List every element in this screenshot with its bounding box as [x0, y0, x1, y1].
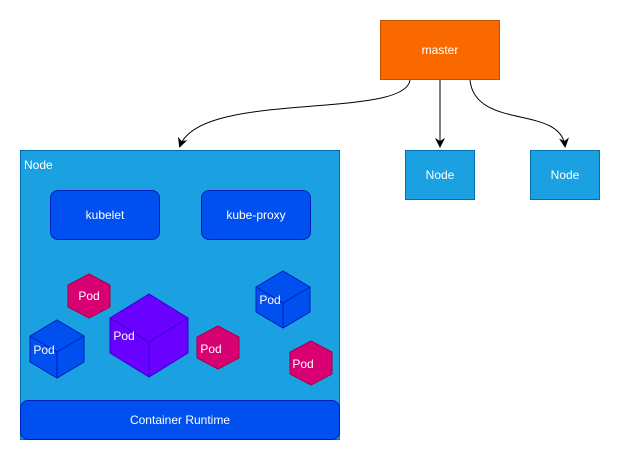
kube-proxy-label: kube-proxy: [226, 208, 286, 222]
pod-label: Pod: [33, 343, 54, 357]
master-box[interactable]: master: [380, 20, 500, 80]
kube-proxy-box[interactable]: kube-proxy: [201, 190, 311, 240]
pod-hexagon-2[interactable]: Pod: [196, 325, 240, 370]
pod-cube-2[interactable]: Pod: [109, 293, 189, 378]
pod-cube-1[interactable]: Pod: [29, 319, 85, 379]
pod-hexagon-3[interactable]: Pod: [289, 340, 333, 386]
node-main-title: Node: [24, 158, 53, 172]
pod-label: Pod: [292, 357, 313, 371]
worker-node-2-label: Node: [550, 168, 580, 182]
pod-label: Pod: [259, 293, 280, 307]
master-label: master: [421, 43, 459, 57]
worker-node-1[interactable]: Node: [405, 150, 475, 200]
worker-node-1-label: Node: [425, 168, 455, 182]
pod-hexagon-1[interactable]: Pod: [67, 273, 111, 319]
kubelet-label: kubelet: [85, 208, 125, 222]
worker-node-2[interactable]: Node: [530, 150, 600, 200]
pod-label: Pod: [200, 342, 221, 356]
pod-cube-3[interactable]: Pod: [255, 270, 311, 329]
container-runtime-box[interactable]: Container Runtime: [20, 400, 340, 440]
kubelet-box[interactable]: kubelet: [50, 190, 160, 240]
pod-label: Pod: [113, 329, 134, 343]
container-runtime-label: Container Runtime: [129, 413, 231, 427]
edge-master-to-node-main: [178, 79, 411, 148]
pod-label: Pod: [78, 289, 99, 303]
edge-master-to-node-2: [469, 79, 569, 148]
